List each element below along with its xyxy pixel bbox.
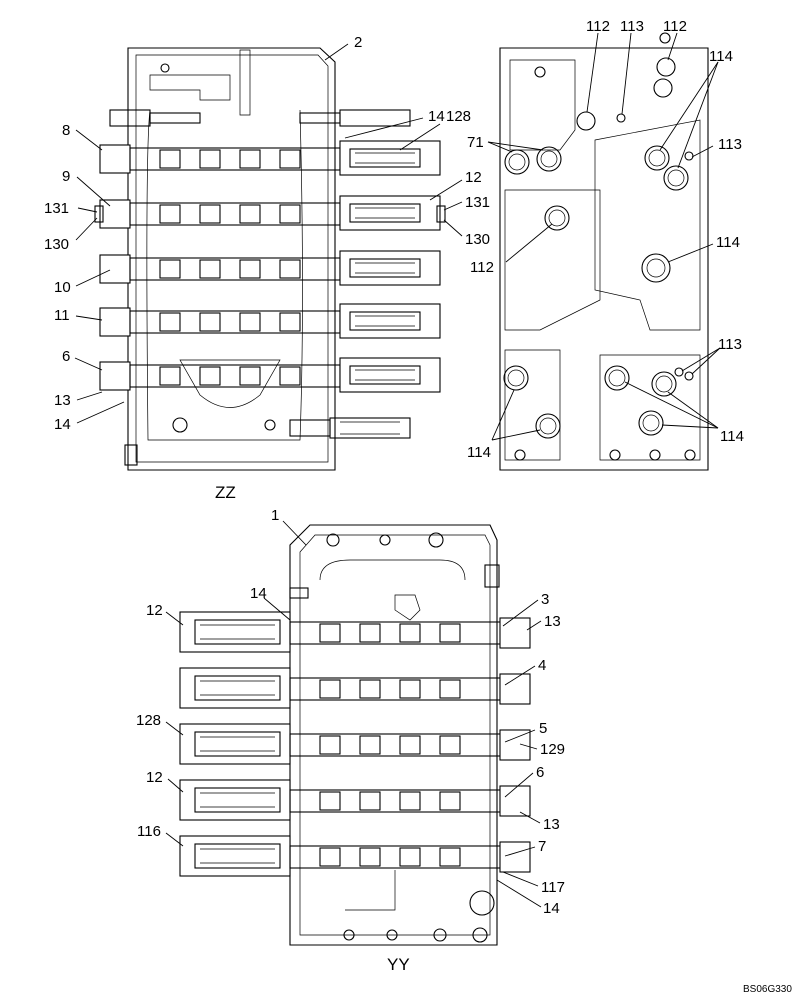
view-title-zz: ZZ [215, 483, 236, 502]
callout-label: 114 [716, 234, 740, 251]
callout-label: 1 [271, 507, 279, 524]
callout-label: 113 [718, 336, 742, 353]
spool-row [94, 195, 446, 231]
leader-lines [74, 32, 721, 908]
callout-label: 7 [538, 838, 546, 855]
spool-row [179, 667, 531, 709]
yy-spools [179, 611, 531, 877]
zz-spools [94, 140, 446, 393]
zz-left-callouts: 2 14 128 8 9 131 130 12 131 130 10 11 6 … [44, 34, 490, 433]
drawing-code: BS06G330 [743, 984, 792, 995]
callout-label: 131 [465, 194, 490, 211]
zz-right-callouts: 112 113 112 114 71 113 112 114 113 114 1… [467, 18, 744, 461]
spool-row [99, 303, 441, 339]
callout-label: 6 [62, 348, 70, 365]
callout-label: 114 [720, 428, 744, 445]
callout-label: 114 [467, 444, 491, 461]
callout-label: 13 [543, 816, 560, 833]
callout-label: 3 [541, 591, 549, 608]
zz-valve-body [109, 47, 411, 471]
callout-label: 71 [467, 134, 484, 151]
callout-label: 130 [465, 231, 490, 248]
callout-label: 128 [446, 108, 471, 125]
callout-label: 10 [54, 279, 71, 296]
callout-label: 113 [718, 136, 742, 153]
callout-label: 4 [538, 657, 546, 674]
spool-row [179, 779, 531, 821]
callout-label: 14 [54, 416, 71, 433]
callout-label: 128 [136, 712, 161, 729]
callout-label: 5 [539, 720, 547, 737]
callout-label: 11 [54, 307, 70, 324]
callout-label: 112 [586, 18, 610, 35]
spool-row [99, 357, 441, 393]
callout-label: 130 [44, 236, 69, 253]
yy-valve-body [289, 524, 500, 946]
callout-label: 12 [146, 602, 163, 619]
callout-label: 114 [709, 48, 733, 65]
callout-label: 13 [544, 613, 561, 630]
callout-label: 113 [620, 18, 644, 35]
callout-label: 116 [137, 823, 161, 840]
callout-label: 117 [541, 879, 565, 896]
callout-label: 112 [663, 18, 687, 35]
yy-callouts: 1 14 12 3 13 4 128 5 129 12 6 13 116 7 1… [136, 507, 565, 917]
callout-label: 13 [54, 392, 71, 409]
callout-label: 2 [354, 34, 362, 51]
spool-row [179, 611, 531, 653]
spool-row [179, 723, 531, 765]
callout-label: 131 [44, 200, 69, 217]
callout-label: 6 [536, 764, 544, 781]
callout-label: 14 [428, 108, 445, 125]
callout-label: 129 [540, 741, 565, 758]
spool-row [99, 140, 441, 176]
callout-label: 9 [62, 168, 70, 185]
callout-label: 12 [146, 769, 163, 786]
callout-label: 14 [543, 900, 560, 917]
zz-cover-plate [499, 32, 709, 471]
view-title-yy: YY [387, 955, 410, 974]
spool-row [179, 835, 531, 877]
callout-label: 14 [250, 585, 267, 602]
callout-label: 8 [62, 122, 70, 139]
callout-label: 112 [470, 259, 494, 276]
spool-row [99, 250, 441, 286]
callout-label: 12 [465, 169, 482, 186]
